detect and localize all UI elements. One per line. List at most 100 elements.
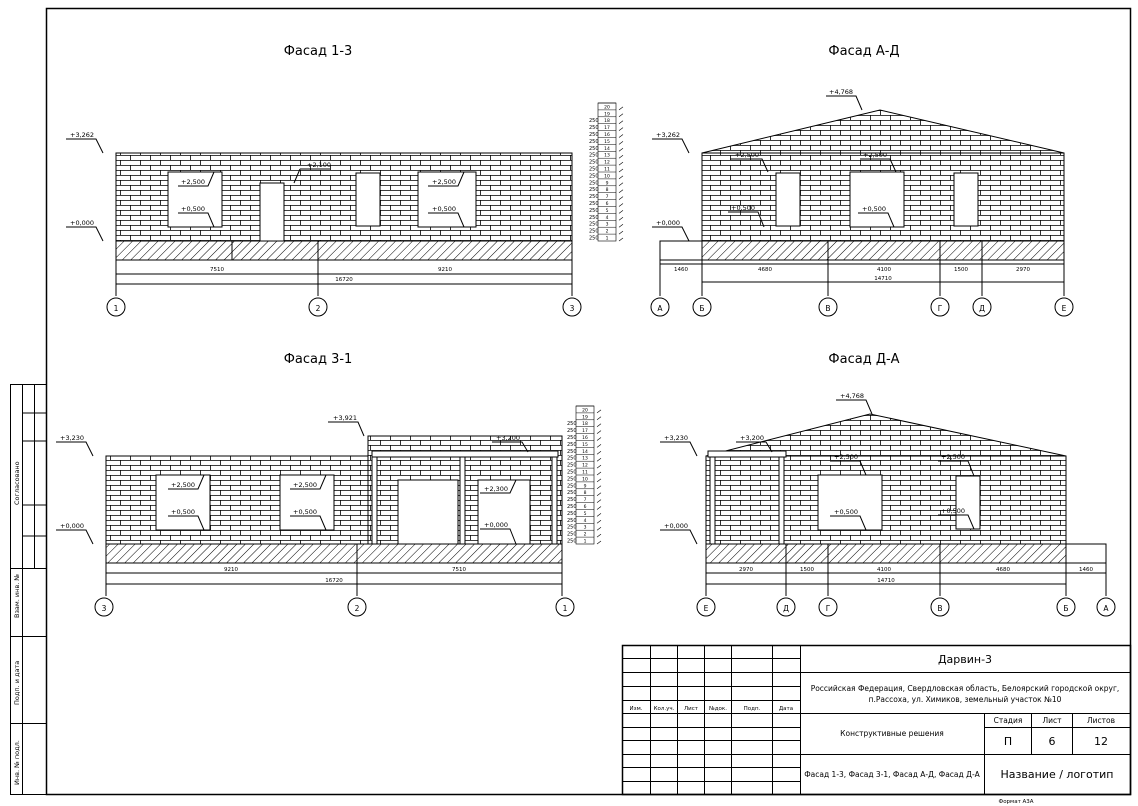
course-number: 11 <box>604 167 610 173</box>
dimension: 1460 <box>674 267 688 273</box>
dimension: 14710 <box>874 276 892 282</box>
dimension: 7510 <box>210 267 224 273</box>
axis-label: Б <box>1063 604 1068 613</box>
course-height: 250 <box>567 532 577 538</box>
course-number: 9 <box>584 483 587 489</box>
course-height: 250 <box>589 132 599 138</box>
stamp-col-header: №док. <box>709 706 727 712</box>
course-height: 250 <box>567 463 577 469</box>
course-height: 250 <box>567 456 577 462</box>
course-height: 250 <box>567 518 577 524</box>
level-mark: +2,500 <box>863 151 887 159</box>
axis-label: Е <box>1062 304 1067 313</box>
level-mark: +4,768 <box>840 392 864 400</box>
dimension: 16720 <box>335 277 353 283</box>
dimension: 4680 <box>996 567 1010 573</box>
axis-label: 3 <box>102 604 107 613</box>
sheet-label: Лист <box>1042 716 1062 725</box>
course-number: 6 <box>584 504 587 510</box>
course-number: 20 <box>582 407 588 413</box>
door <box>259 182 285 242</box>
dimension: 2970 <box>739 567 753 573</box>
course-height: 250 <box>589 201 599 207</box>
axis-label: 2 <box>355 604 360 613</box>
dimension: 4100 <box>877 567 891 573</box>
course-number: 15 <box>604 139 610 145</box>
side-label-replaced: Взам. инв. № <box>13 574 21 618</box>
sheets-value: 12 <box>1094 735 1108 748</box>
course-number: 20 <box>604 104 610 110</box>
course-number: 4 <box>584 518 587 524</box>
canopy-beam <box>371 450 559 458</box>
course-number: 10 <box>604 173 610 179</box>
window <box>849 171 905 228</box>
dimension: 16720 <box>325 578 343 584</box>
stamp-col-header: Подп. <box>744 706 761 712</box>
course-number: 8 <box>584 490 587 496</box>
course-height: 250 <box>567 449 577 455</box>
course-height: 250 <box>567 483 577 489</box>
course-number: 2 <box>606 229 609 235</box>
course-height: 250 <box>589 118 599 124</box>
level-mark: +2,500 <box>834 453 858 461</box>
course-number: 10 <box>582 476 588 482</box>
level-mark: +3,200 <box>496 434 520 442</box>
course-number: 17 <box>604 125 610 131</box>
brick-course-table: 2025019250182501725016250152501425013250… <box>589 102 624 242</box>
axis-label: Д <box>783 604 789 613</box>
gable <box>701 109 1065 154</box>
window <box>955 475 981 530</box>
course-height: 250 <box>589 139 599 145</box>
course-height: 250 <box>589 160 599 166</box>
level-mark: +0,500 <box>171 508 195 516</box>
course-height: 250 <box>567 539 577 545</box>
course-height: 250 <box>567 511 577 517</box>
course-number: 16 <box>604 132 610 138</box>
course-height: 250 <box>589 194 599 200</box>
course-number: 2 <box>584 532 587 538</box>
course-number: 7 <box>606 194 609 200</box>
side-label-agreed: Согласовано <box>13 461 21 505</box>
axis-label: 1 <box>114 304 119 313</box>
level-mark: +0,500 <box>941 507 965 515</box>
dimension: 1500 <box>954 267 968 273</box>
course-number: 18 <box>604 118 610 124</box>
level-mark: +2,100 <box>307 161 331 169</box>
dimension: 9210 <box>224 567 238 573</box>
side-label-signature-date: Подп. и дата <box>13 661 21 705</box>
level-mark: +0,500 <box>862 205 886 213</box>
course-height: 250 <box>589 180 599 186</box>
course-height: 250 <box>567 470 577 476</box>
brick-course-table: 2025019250182501725016250152501425013250… <box>567 405 602 545</box>
address-line-2: п.Рассоха, ул. Химиков, земельный участо… <box>869 695 1062 704</box>
level-mark: +2,500 <box>432 178 456 186</box>
axis-label: Б <box>699 304 704 313</box>
course-number: 7 <box>584 497 587 503</box>
dimension: 9210 <box>438 267 452 273</box>
level-mark: +4,768 <box>829 88 853 96</box>
foundation-hatch <box>705 543 1067 564</box>
level-mark: +0,000 <box>60 522 84 530</box>
level-mark: +3,921 <box>333 414 357 422</box>
axis-label: 2 <box>316 304 321 313</box>
course-height: 250 <box>567 497 577 503</box>
course-number: 17 <box>582 428 588 434</box>
course-number: 14 <box>582 449 588 455</box>
level-mark: +2,500 <box>293 481 317 489</box>
level-mark: +3,200 <box>740 434 764 442</box>
course-height: 250 <box>589 173 599 179</box>
side-label-original-inv: Инв. № подл. <box>13 740 21 785</box>
course-number: 13 <box>582 456 588 462</box>
porch <box>659 240 703 261</box>
address-line-1: Российская Федерация, Свердловская облас… <box>811 684 1120 693</box>
logo-placeholder: Название / логотип <box>1001 768 1114 781</box>
course-number: 5 <box>606 208 609 214</box>
level-mark: +0,000 <box>70 219 94 227</box>
course-height: 250 <box>589 153 599 159</box>
dimension: 4100 <box>877 267 891 273</box>
foundation-hatch <box>115 240 573 261</box>
porch <box>1065 543 1107 564</box>
course-number: 5 <box>584 511 587 517</box>
window <box>279 474 335 531</box>
